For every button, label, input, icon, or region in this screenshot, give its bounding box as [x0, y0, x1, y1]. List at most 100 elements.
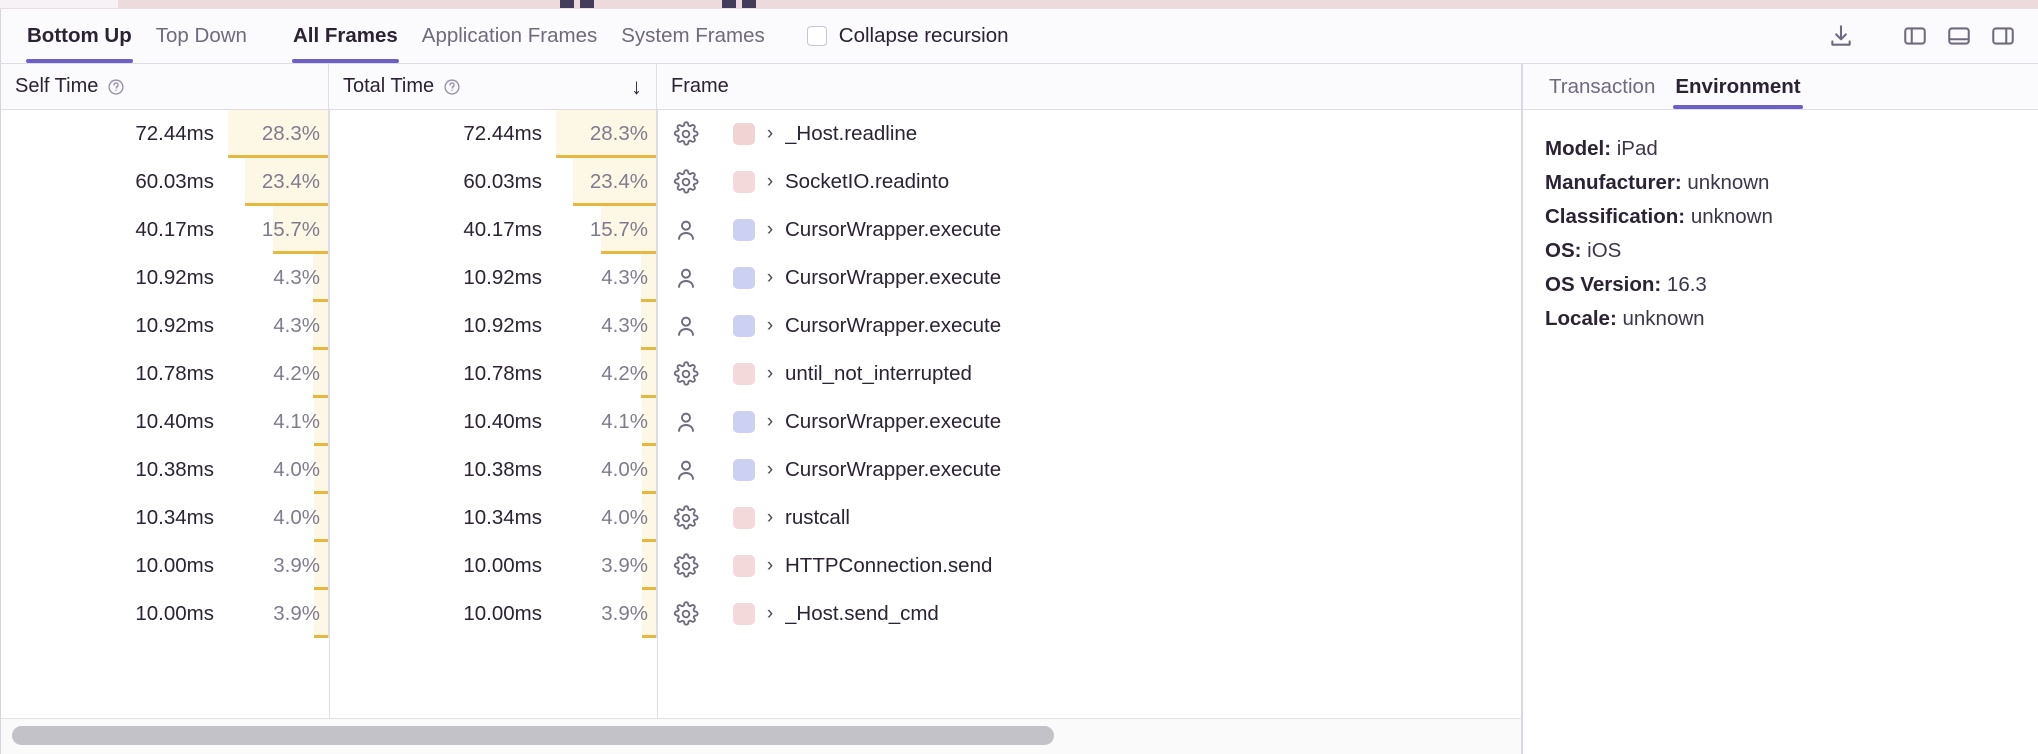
total-time-percent-value: 4.2% [601, 362, 648, 385]
tab-application-frames-label: Application Frames [421, 24, 598, 47]
frame-color-swatch [733, 363, 755, 385]
frame-color-swatch [733, 267, 755, 289]
layout-left-panel-icon[interactable] [1898, 19, 1932, 53]
flamegraph-block[interactable] [560, 0, 574, 8]
frame-color-swatch [733, 123, 755, 145]
gear-icon [657, 158, 715, 206]
panel-body: Self Time Total Time [0, 64, 2038, 718]
sort-descending-icon[interactable]: ↓ [631, 73, 642, 99]
frame-cell[interactable]: ›CursorWrapper.execute [715, 398, 1521, 446]
total-percent-fill [600, 206, 656, 254]
tab-all-frames-label: All Frames [292, 24, 398, 47]
self-time-percent-value: 4.2% [273, 362, 320, 385]
help-circle-icon[interactable] [107, 78, 125, 96]
frame-cell[interactable]: ›CursorWrapper.execute [715, 206, 1521, 254]
frame-cell[interactable]: ›CursorWrapper.execute [715, 446, 1521, 494]
table-header-row: Self Time Total Time [1, 64, 1521, 110]
total-percent-fill [641, 494, 656, 542]
download-icon[interactable] [1824, 19, 1858, 53]
expand-chevron-icon[interactable]: › [766, 363, 774, 384]
person-icon [657, 302, 715, 350]
environment-label: OS: [1545, 239, 1582, 262]
tab-all-frames[interactable]: All Frames [281, 9, 410, 63]
frame-cell[interactable]: ›_Host.readline [715, 110, 1521, 158]
column-header-self-time-label: Self Time [15, 75, 99, 97]
total-percent-fill [641, 446, 656, 494]
frame-cell[interactable]: ›_Host.send_cmd [715, 590, 1521, 638]
tab-top-down[interactable]: Top Down [144, 9, 259, 63]
frame-cell[interactable]: ›SocketIO.readinto [715, 158, 1521, 206]
self-time-percent-value: 4.0% [273, 458, 320, 481]
horizontal-scrollbar-thumb[interactable] [11, 726, 1054, 745]
self-percent-bar [272, 251, 328, 254]
self-time-percent-value: 23.4% [261, 170, 320, 193]
flamegraph-block[interactable] [742, 0, 756, 8]
horizontal-scrollbar-area [0, 718, 2038, 754]
total-time-value: 10.34ms [463, 506, 542, 529]
expand-chevron-icon[interactable]: › [766, 459, 774, 480]
total-percent-bar [642, 587, 656, 590]
self-time-value: 40.17ms [135, 218, 214, 241]
tab-application-frames[interactable]: Application Frames [410, 9, 609, 63]
column-header-frame[interactable]: Frame [657, 64, 1521, 109]
column-header-total-time[interactable]: Total Time ↓ [329, 64, 657, 109]
total-percent-fill [641, 398, 656, 446]
column-header-self-time[interactable]: Self Time [1, 64, 329, 109]
expand-chevron-icon[interactable]: › [766, 267, 774, 288]
total-percent-fill [641, 350, 656, 398]
expand-chevron-icon[interactable]: › [766, 603, 774, 624]
self-percent-bar [314, 635, 328, 638]
frame-cell[interactable]: ›CursorWrapper.execute [715, 254, 1521, 302]
flamegraph-block[interactable] [0, 0, 118, 8]
expand-chevron-icon[interactable]: › [766, 171, 774, 192]
collapse-recursion-checkbox[interactable] [806, 26, 827, 46]
expand-chevron-icon[interactable]: › [766, 315, 774, 336]
frame-cell[interactable]: ›until_not_interrupted [715, 350, 1521, 398]
flamegraph-block[interactable] [580, 0, 594, 8]
layout-bottom-panel-icon[interactable] [1942, 19, 1976, 53]
tab-system-frames[interactable]: System Frames [609, 9, 777, 63]
frame-cell[interactable]: ›HTTPConnection.send [715, 542, 1521, 590]
help-circle-icon[interactable] [443, 78, 461, 96]
tab-transaction[interactable]: Transaction [1539, 64, 1665, 109]
expand-chevron-icon[interactable]: › [766, 555, 774, 576]
flamegraph-block[interactable] [722, 0, 736, 8]
horizontal-scrollbar-track[interactable] [1, 718, 1522, 754]
expand-chevron-icon[interactable]: › [766, 123, 774, 144]
frame-cell[interactable]: ›rustcall [715, 494, 1521, 542]
flamegraph-minimap-strip[interactable] [0, 0, 2038, 9]
frame-cell[interactable]: ›CursorWrapper.execute [715, 302, 1521, 350]
total-percent-fill [640, 254, 656, 302]
expand-chevron-icon[interactable]: › [766, 411, 774, 432]
layout-right-panel-icon[interactable] [1986, 19, 2020, 53]
self-time-percent-cell: 3.9% [228, 542, 328, 590]
environment-value: unknown [1690, 205, 1773, 228]
total-percent-bar [641, 443, 656, 446]
expand-chevron-icon[interactable]: › [766, 219, 774, 240]
tab-environment[interactable]: Environment [1665, 64, 1810, 109]
total-time-value: 60.03ms [463, 170, 542, 193]
expand-chevron-icon[interactable]: › [766, 507, 774, 528]
collapse-recursion-toggle[interactable]: Collapse recursion [806, 24, 1009, 48]
environment-label: Classification: [1545, 205, 1686, 228]
tab-bottom-up[interactable]: Bottom Up [15, 9, 144, 63]
self-time-percent-cell: 4.0% [228, 446, 328, 494]
self-percent-fill [313, 446, 328, 494]
